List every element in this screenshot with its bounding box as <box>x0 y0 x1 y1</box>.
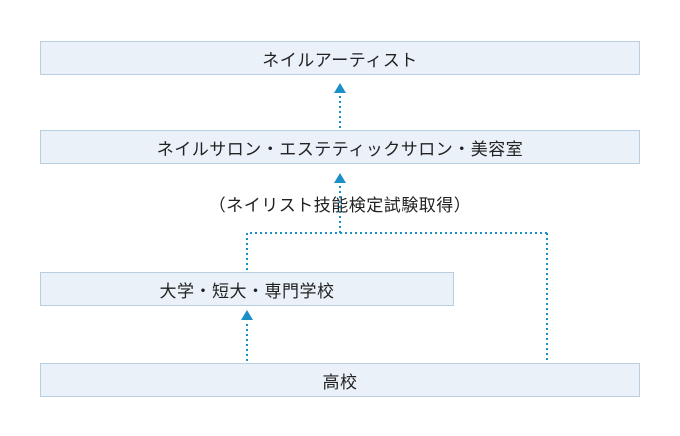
arrowhead-to-salon <box>334 173 346 183</box>
arrowhead-to-artist <box>334 83 346 93</box>
nail-artist-label: ネイルアーティスト <box>262 50 418 71</box>
salon-label: ネイルサロン・エステティックサロン・美容室 <box>156 139 524 160</box>
connector-university-to-salon <box>246 232 547 270</box>
salon-box: ネイルサロン・エステティックサロン・美容室 <box>40 130 640 164</box>
arrowhead-to-university <box>241 310 253 320</box>
high-school-label: 高校 <box>322 372 358 393</box>
nail-artist-box: ネイルアーティスト <box>40 41 640 75</box>
university-box: 大学・短大・専門学校 <box>40 272 454 306</box>
high-school-box: 高校 <box>40 363 640 397</box>
university-label: 大学・短大・専門学校 <box>159 281 335 302</box>
